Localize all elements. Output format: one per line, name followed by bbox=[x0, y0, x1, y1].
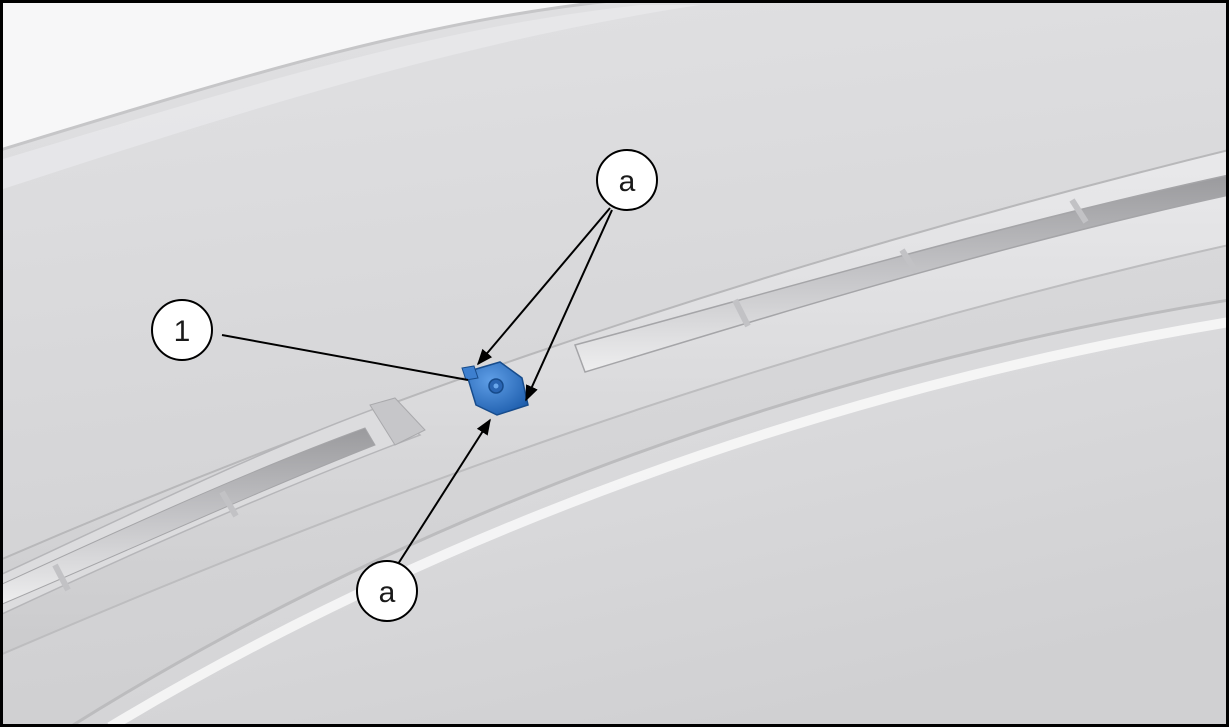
top-sweep-edge bbox=[0, 0, 621, 152]
callout-a-bottom: a bbox=[356, 560, 418, 622]
vent-block-left-cap bbox=[369, 397, 426, 446]
arrow-a-bottom bbox=[397, 418, 491, 565]
clip-part-1 bbox=[461, 361, 529, 416]
vent-slot-right bbox=[574, 174, 1229, 373]
arrow-a-top-right bbox=[525, 209, 613, 402]
callout-a-top-label: a bbox=[619, 165, 636, 198]
lower-panel-highlight bbox=[107, 317, 1229, 727]
leader-line-part-1 bbox=[221, 334, 469, 381]
vent-dividers-right bbox=[732, 198, 1089, 328]
callout-1: 1 bbox=[151, 299, 213, 361]
vent-slot-left bbox=[0, 427, 376, 606]
arrow-a-top-left bbox=[476, 207, 611, 366]
callout-a-bottom-label: a bbox=[379, 576, 396, 609]
callout-1-label: 1 bbox=[174, 315, 191, 348]
callout-a-top: a bbox=[596, 149, 658, 211]
vent-dividers-left bbox=[52, 490, 239, 592]
lower-panel bbox=[70, 300, 1229, 727]
top-sweep-highlight bbox=[0, 0, 620, 150]
vent-band-upper-edge bbox=[0, 149, 1229, 561]
vent-band-lower-edge bbox=[0, 244, 1229, 656]
lower-panel-edge bbox=[69, 298, 1229, 727]
